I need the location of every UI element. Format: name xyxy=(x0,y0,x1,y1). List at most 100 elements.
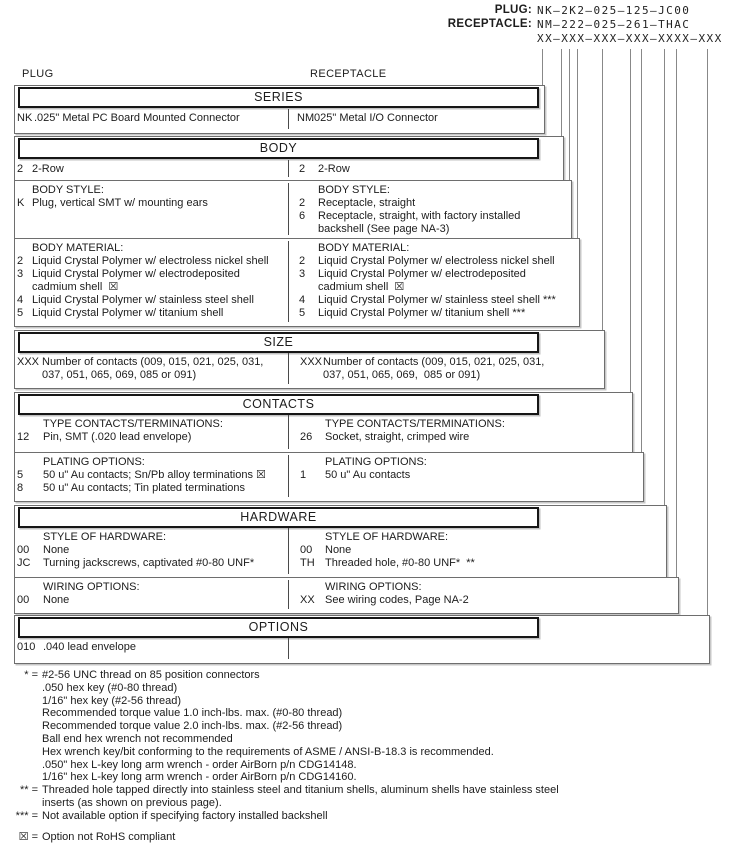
column-divider xyxy=(288,638,289,659)
option-code: 2 xyxy=(299,163,306,175)
footnote-line: ** =Threaded hole tapped directly into s… xyxy=(8,784,559,797)
option-group-label: PLATING OPTIONS: xyxy=(300,456,427,469)
option-line: 4 Liquid Crystal Polymer w/ stainless ste… xyxy=(17,294,269,307)
option-description: Number of contacts (009, 015, 021, 025, … xyxy=(323,356,545,368)
option-description: 037, 051, 065, 069, 085 or 091) xyxy=(42,369,197,381)
option-description: Liquid Crystal Polymer w/ electroless ni… xyxy=(32,255,269,267)
option-description: 037, 051, 065, 069, 085 or 091) xyxy=(323,369,481,381)
option-description: Liquid Crystal Polymer w/ electrodeposit… xyxy=(32,268,240,280)
group-label-text: TYPE CONTACTS/TERMINATIONS: xyxy=(325,418,505,430)
option-description: Liquid Crystal Polymer w/ electroless ni… xyxy=(318,255,555,267)
footnote-line: 1/16" hex key (#2-56 thread) xyxy=(8,695,559,708)
option-description: Threaded hole, #0-80 UNF* ** xyxy=(325,557,475,569)
group-label-text: WIRING OPTIONS: xyxy=(325,581,422,593)
section-body-title-bar: BODY xyxy=(18,138,539,159)
footnote-text: Ball end hex wrench not recommended xyxy=(42,732,233,745)
option-description: 50 u" Au contacts; Tin plated terminatio… xyxy=(43,482,246,494)
callout-line xyxy=(577,49,578,325)
column-divider xyxy=(288,109,289,129)
section-series-title-bar: SERIES xyxy=(18,87,539,108)
footnote-text: #2-56 UNC thread on 85 position connecto… xyxy=(42,669,260,681)
section-title: SIZE xyxy=(263,335,294,349)
group-label-text: WIRING OPTIONS: xyxy=(43,581,140,593)
option-description: 50 u" Au contacts; Sn/Pb alloy terminati… xyxy=(43,469,266,481)
right-column-series: NM.025" Metal I/O Connector xyxy=(297,112,438,125)
option-group-label: WIRING OPTIONS: xyxy=(300,581,469,594)
left-column-series: NK.025" Metal PC Board Mounted Connector xyxy=(17,112,240,125)
option-code: 2 xyxy=(299,255,306,267)
option-line: 6 Receptacle, straight, with factory inst… xyxy=(299,210,520,223)
section-body-box xyxy=(14,238,580,327)
option-description: cadmium shell ☒ xyxy=(318,281,405,293)
option-code: 00 xyxy=(17,544,30,556)
option-code: XXX xyxy=(300,356,323,368)
option-group-label: STYLE OF HARDWARE: xyxy=(17,531,254,544)
group-label-text: PLATING OPTIONS: xyxy=(325,456,427,468)
option-description: Liquid Crystal Polymer w/ stainless stee… xyxy=(32,294,254,306)
callout-line xyxy=(676,49,677,612)
option-line: 2 Receptacle, straight xyxy=(299,197,520,210)
option-line: backshell (See page NA-3) xyxy=(299,223,520,236)
option-code: 8 xyxy=(17,482,24,494)
option-code: 00 xyxy=(300,544,313,556)
option-description: .025" Metal I/O Connector xyxy=(311,112,438,124)
option-group-label: BODY MATERIAL: xyxy=(17,242,269,255)
footnote-text: Not available option if specifying facto… xyxy=(42,809,328,822)
callout-line xyxy=(561,49,562,180)
group-label-text: TYPE CONTACTS/TERMINATIONS: xyxy=(43,418,223,430)
option-code: 4 xyxy=(17,294,24,306)
option-line: 2 Liquid Crystal Polymer w/ electroless n… xyxy=(299,255,556,268)
option-description: Receptacle, straight, with factory insta… xyxy=(318,210,521,222)
option-code: 5 xyxy=(17,469,24,481)
footnote-line: ☒ =Option not RoHS compliant xyxy=(8,831,559,844)
option-line: 8 50 u" Au contacts; Tin plated terminati… xyxy=(17,482,266,495)
option-code: 3 xyxy=(17,268,24,280)
option-code: 5 xyxy=(17,307,24,319)
option-code: 00 xyxy=(17,594,30,606)
option-description: See wiring codes, Page NA-2 xyxy=(325,594,469,606)
option-code: NK xyxy=(17,112,33,124)
option-line: NM.025" Metal I/O Connector xyxy=(297,112,438,125)
option-group-label: BODY MATERIAL: xyxy=(299,242,556,255)
footnote-line: Hex wrench key/bit conforming to the req… xyxy=(8,746,559,759)
option-code: 2 xyxy=(299,197,306,209)
footnote-text: 1/16" hex key (#2-56 thread) xyxy=(42,694,182,707)
callout-line xyxy=(569,49,570,238)
callout-line xyxy=(664,49,665,577)
option-description: Receptacle, straight xyxy=(318,197,416,209)
callout-line xyxy=(602,49,603,387)
footnote-text: Option not RoHS compliant xyxy=(42,830,176,843)
option-code: 26 xyxy=(300,431,313,443)
option-line: 26 Socket, straight, crimped wire xyxy=(300,431,505,444)
footnote-text: Hex wrench key/bit conforming to the req… xyxy=(42,745,494,758)
group-label-text: BODY STYLE: xyxy=(318,184,390,196)
option-description: None xyxy=(43,544,70,556)
option-description: Pin, SMT (.020 lead envelope) xyxy=(43,431,192,443)
section-title: SERIES xyxy=(254,90,303,104)
option-code: 6 xyxy=(299,210,306,222)
footnote-text: .050 hex key (#0-80 thread) xyxy=(42,681,178,694)
footnote-line: Recommended torque value 2.0 inch-lbs. m… xyxy=(8,720,559,733)
option-description: Number of contacts (009, 015, 021, 025, … xyxy=(42,356,264,368)
option-description: .040 lead envelope xyxy=(43,641,136,653)
option-description: Socket, straight, crimped wire xyxy=(325,431,470,443)
column-divider xyxy=(288,160,289,177)
group-label-text: BODY STYLE: xyxy=(32,184,104,196)
option-description: Plug, vertical SMT w/ mounting ears xyxy=(32,197,208,209)
column-divider xyxy=(288,528,289,574)
option-code: XXX xyxy=(17,356,40,368)
option-description: Liquid Crystal Polymer w/ titanium shell… xyxy=(318,307,526,319)
right-column-contacts: TYPE CONTACTS/TERMINATIONS: 26 Socket, str… xyxy=(300,418,505,444)
footnote-line: Ball end hex wrench not recommended xyxy=(8,733,559,746)
plug-label: PLUG: xyxy=(494,4,532,16)
option-line: 037, 051, 065, 069, 085 or 091) xyxy=(300,369,544,382)
